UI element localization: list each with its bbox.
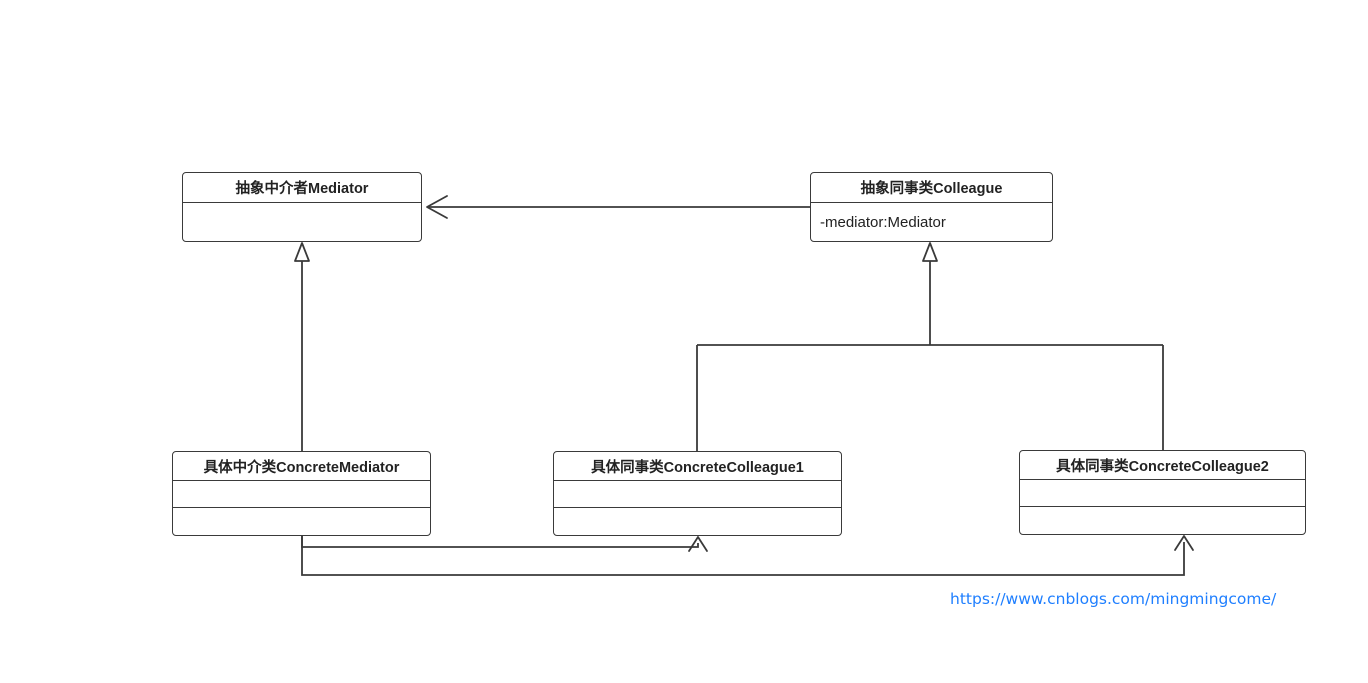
uml-class-mediator[interactable]: 抽象中介者Mediator [182, 172, 422, 242]
uml-class-concrete-colleague1-attributes [554, 481, 841, 508]
uml-class-mediator-attributes [183, 203, 421, 241]
uml-class-concrete-mediator-operations [173, 508, 430, 535]
connector-concrete-mediator-to-colleague2 [301, 535, 1194, 576]
open-arrow-icon [426, 195, 448, 219]
open-arrow-icon [1174, 535, 1194, 551]
uml-class-mediator-title: 抽象中介者Mediator [183, 173, 421, 203]
uml-class-concrete-colleague1-operations [554, 508, 841, 535]
uml-class-concrete-mediator-title: 具体中介类ConcreteMediator [173, 452, 430, 481]
uml-class-concrete-mediator[interactable]: 具体中介类ConcreteMediator [172, 451, 431, 536]
uml-class-concrete-mediator-attributes [173, 481, 430, 508]
uml-class-colleague-attribute-mediator: -mediator:Mediator [820, 213, 946, 231]
hollow-triangle-icon [922, 242, 938, 262]
uml-class-concrete-colleague2-attributes [1020, 480, 1305, 507]
open-arrow-icon [688, 536, 708, 552]
uml-class-concrete-colleague2-operations [1020, 507, 1305, 534]
uml-class-concrete-colleague1-title: 具体同事类ConcreteColleague1 [554, 452, 841, 481]
watermark-url-link[interactable]: https://www.cnblogs.com/mingmingcome/ [950, 590, 1277, 608]
uml-class-colleague-title: 抽象同事类Colleague [811, 173, 1052, 203]
uml-class-concrete-colleague1[interactable]: 具体同事类ConcreteColleague1 [553, 451, 842, 536]
connector-concrete-mediator-inherits-mediator [294, 242, 310, 451]
hollow-triangle-icon [294, 242, 310, 262]
uml-class-concrete-colleague2-title: 具体同事类ConcreteColleague2 [1020, 451, 1305, 480]
uml-class-concrete-colleague2[interactable]: 具体同事类ConcreteColleague2 [1019, 450, 1306, 535]
connector-colleagues-inherit-colleague [696, 242, 1164, 451]
uml-class-colleague[interactable]: 抽象同事类Colleague -mediator:Mediator [810, 172, 1053, 242]
connector-concrete-mediator-to-colleague1 [301, 536, 708, 552]
connector-colleague-to-mediator [426, 195, 810, 219]
